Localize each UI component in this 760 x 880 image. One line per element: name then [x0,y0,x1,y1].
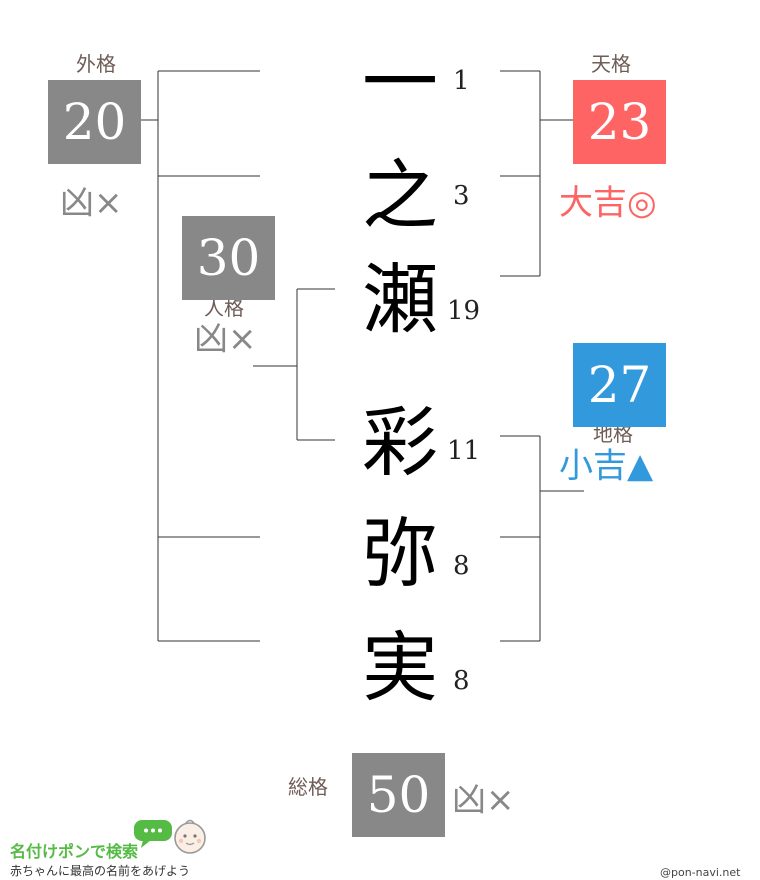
gaikaku-score: 20 [62,93,127,151]
jinkaku-fortune: 凶× [194,319,257,359]
tenkaku-score-box: 23 [573,80,666,164]
soukaku-score-box: 50 [352,753,445,837]
name-char-6: 実 [362,623,438,712]
stroke-count-2: 3 [453,181,470,211]
jinkaku-score: 30 [196,229,261,287]
speech-bubble-icon [134,820,172,848]
chikaku-fortune: 小吉▲ [559,446,654,486]
gaikaku-score-box: 20 [48,80,141,164]
baby-face-icon [174,819,206,854]
tenkaku-label: 天格 [591,52,631,76]
chikaku-score-box: 27 [573,343,666,427]
chikaku-score: 27 [587,356,652,414]
name-char-4: 彩 [362,398,438,487]
brand-tagline: 赤ちゃんに最高の名前をあげよう [10,864,191,878]
soukaku-label: 総格 [288,775,328,799]
jinkaku-label: 人格 [204,296,244,320]
soukaku-score: 50 [366,766,431,824]
stroke-count-4: 11 [447,436,481,466]
name-char-3: 瀬 [362,255,438,344]
tenkaku-fortune: 大吉◎ [559,183,657,223]
name-char-2: 之 [362,151,438,240]
gaikaku-fortune: 凶× [60,183,123,223]
stroke-count-3: 19 [447,296,481,326]
name-char-5: 弥 [362,509,438,598]
gaikaku-label: 外格 [76,52,116,76]
jinkaku-score-box: 30 [182,216,275,300]
stroke-count-5: 8 [453,551,470,581]
brand-logo-text: 名付けポンで検索 [10,842,139,861]
soukaku-fortune: 凶× [452,780,515,820]
stroke-count-1: 1 [453,66,470,96]
name-char-1: 一 [362,38,438,127]
site-credit: @pon-navi.net [660,866,741,879]
tenkaku-score: 23 [587,93,652,151]
stroke-count-6: 8 [453,666,470,696]
